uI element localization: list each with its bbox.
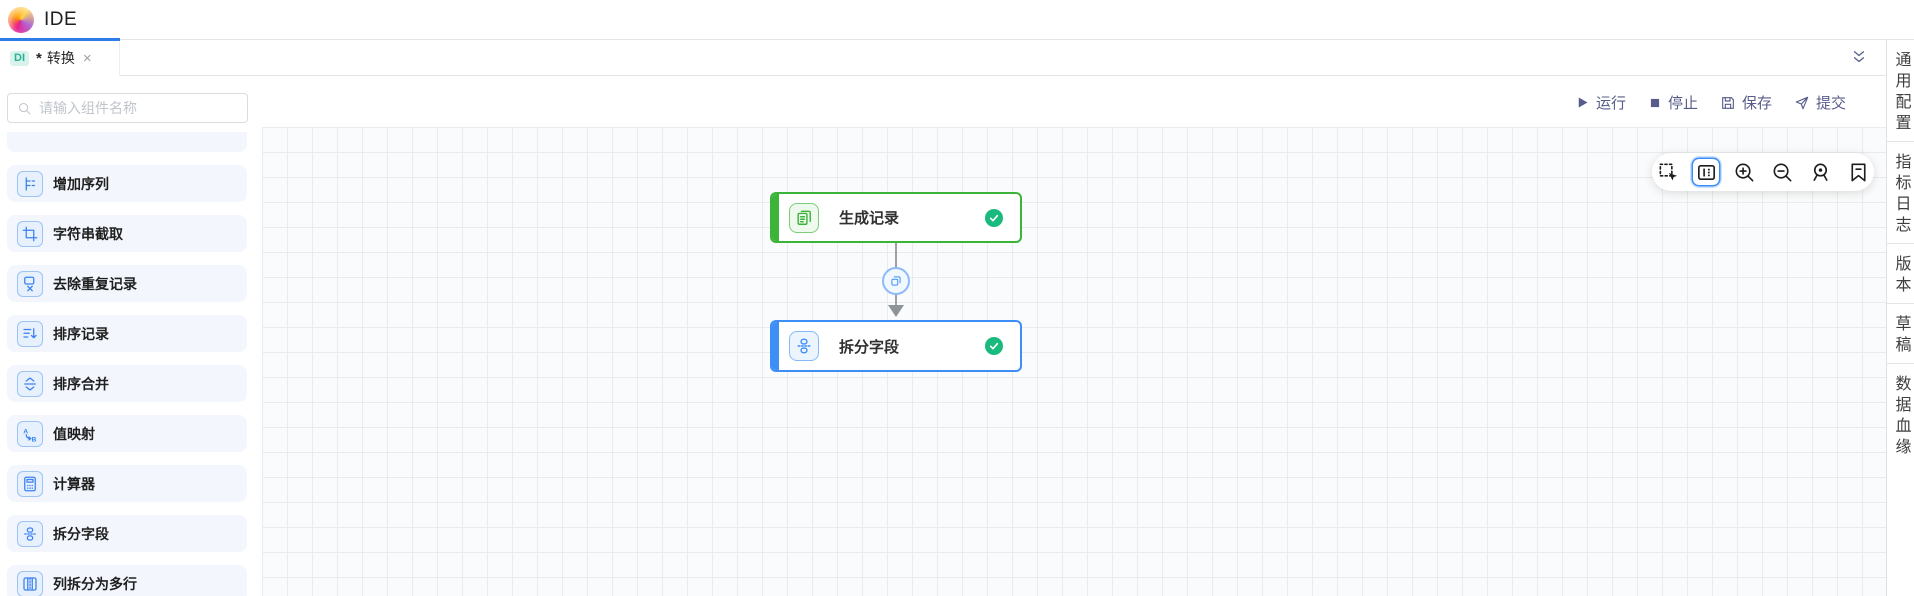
sidebar-item-value-map[interactable]: A B 值映射 [7,415,247,452]
sidebar-item-calculator[interactable]: 计算器 [7,465,247,502]
column-split-icon [23,576,37,591]
svg-text:A: A [23,428,28,435]
edge-copy-badge[interactable] [882,267,910,295]
crop-icon [22,226,38,241]
node-label: 拆分字段 [839,338,900,356]
node-generate-records[interactable]: 生成记录 [770,192,1022,243]
copy-icon [891,276,901,286]
tab-transform[interactable]: DI * 转换 × [0,38,120,76]
stop-button[interactable]: 停止 [1648,92,1698,113]
bookmark-icon [1850,163,1866,181]
split-field-icon [24,526,36,541]
sidebar-item-sort-records[interactable]: 排序记录 [7,315,247,352]
sidebar-item-add-sequence[interactable]: 增加序列 [7,165,247,202]
tab-close-icon[interactable]: × [82,49,92,67]
locate-button[interactable] [1807,159,1833,185]
marquee-select-icon [1659,163,1677,180]
stop-icon [1650,98,1660,107]
component-search [7,93,248,123]
search-icon [18,102,31,114]
zoom-out-button[interactable] [1769,159,1795,185]
right-tab-general-config[interactable]: 通用配置 [1892,51,1910,135]
zoom-in-button[interactable] [1731,159,1757,185]
submit-button[interactable]: 提交 [1794,92,1846,113]
component-list: 增加序列 字符串截取 去除重复记录 排序记录 排序合并 A B [7,132,247,596]
locate-icon [1812,163,1828,181]
right-tab-versions[interactable]: 版本 [1892,255,1910,297]
canvas-toolbar [1652,153,1874,191]
app-logo [8,6,34,33]
run-button[interactable]: 运行 [1575,92,1626,113]
double-chevron-down-icon[interactable] [1847,44,1871,70]
split-field-icon [789,331,819,361]
sidebar-item-dedupe[interactable]: 去除重复记录 [7,265,247,302]
sequence-icon [25,176,36,191]
list-item-partial[interactable] [7,132,247,152]
node-status-success [985,337,1003,355]
sidebar-item-split-field[interactable]: 拆分字段 [7,515,247,552]
save-icon [1722,96,1734,109]
zoom-in-icon [1735,163,1753,181]
tab-bar: DI * 转换 × [0,38,1886,76]
app-header: IDE [0,0,1914,40]
sidebar-item-substring[interactable]: 字符串截取 [7,215,247,252]
canvas-grid[interactable] [262,127,1886,596]
minimap-icon [1697,164,1715,180]
dedupe-icon [24,276,35,291]
sort-merge-icon [24,376,36,391]
active-tab-indicator [0,38,120,41]
zoom-out-icon [1773,163,1791,181]
component-search-input[interactable] [39,100,238,116]
component-sidebar: 增加序列 字符串截取 去除重复记录 排序记录 排序合并 A B [0,76,262,596]
svg-text:B: B [32,436,37,443]
value-map-icon: A B [23,428,37,443]
minimap-button[interactable] [1693,159,1719,185]
check-icon [989,214,999,221]
node-split-field[interactable]: 拆分字段 [770,320,1022,372]
tab-di-badge: DI [10,50,29,66]
flow-canvas[interactable]: 运行 停止 保存 提交 [262,76,1886,596]
tab-label: 转换 [46,50,75,66]
canvas-actions: 运行 停止 保存 提交 [1575,92,1846,113]
node-accent-bar [772,322,779,370]
save-button[interactable]: 保存 [1720,92,1772,113]
node-status-success [985,208,1003,227]
right-tab-data-lineage[interactable]: 数据血缘 [1892,375,1910,459]
node-label: 生成记录 [839,210,900,227]
tab-dirty-marker: * [36,49,42,67]
bookmark-button[interactable] [1845,159,1871,185]
sidebar-item-sort-merge[interactable]: 排序合并 [7,365,247,402]
right-panel-tabs: 通用配置 指标日志 版本 草稿 数据血缘 [1886,40,1914,596]
check-icon [989,342,999,350]
right-tab-draft[interactable]: 草稿 [1892,315,1910,357]
generate-records-icon [789,202,819,233]
sidebar-item-column-to-rows[interactable]: 列拆分为多行 [7,565,247,596]
node-accent-bar [772,194,779,241]
sort-records-icon [23,327,37,338]
play-icon [1578,97,1588,108]
send-icon [1795,96,1809,109]
app-title: IDE [44,8,78,30]
calculator-icon [24,476,36,491]
edge-arrowhead-icon [888,305,904,317]
right-tab-metric-logs[interactable]: 指标日志 [1892,153,1910,237]
marquee-select-button[interactable] [1655,159,1681,185]
